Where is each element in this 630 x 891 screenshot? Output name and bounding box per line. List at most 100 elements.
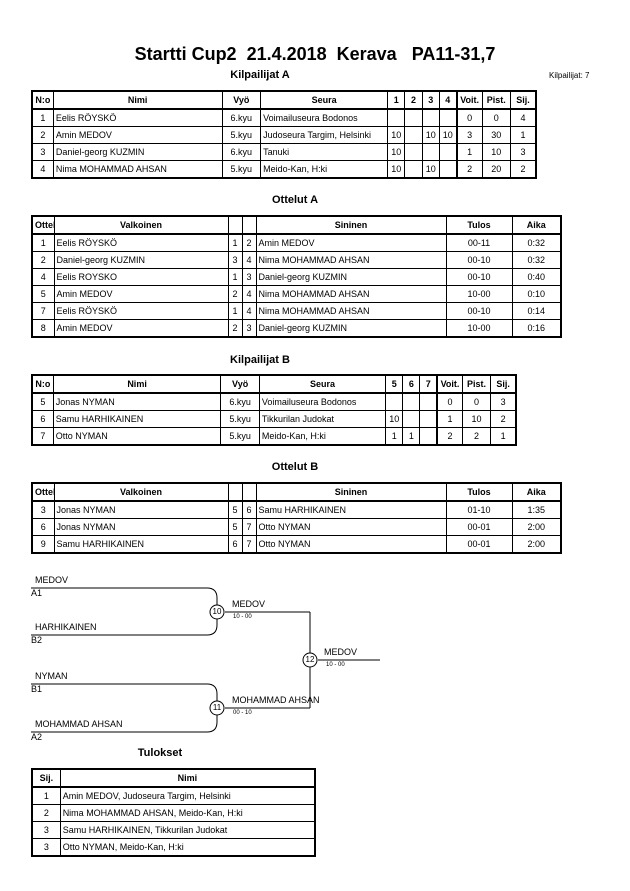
table-header-row: Ottelu Valkoinen Sininen Tulos Aika	[31, 215, 562, 235]
match-12-winner: MEDOV	[324, 647, 358, 657]
table-cell: 6	[31, 518, 55, 536]
table-cell: 10	[385, 410, 404, 428]
table-cell: 3	[510, 143, 537, 161]
match-10-score: 10 - 00	[233, 614, 252, 620]
table-cell: Samu HARHIKAINEN	[52, 410, 222, 428]
table-cell: Otto NYMAN	[255, 518, 447, 536]
table-cell: 4	[31, 160, 54, 179]
table-cell: 3	[31, 143, 54, 161]
table-cell: 4	[241, 302, 257, 320]
table-cell: Nima MOHAMMAD AHSAN	[52, 160, 223, 179]
table-cell: Tikkurilan Judokat	[258, 410, 387, 428]
matches-a-heading: Ottelut A	[271, 194, 319, 206]
col-header: Vyö	[220, 374, 260, 394]
col-header: N:o	[31, 374, 54, 394]
match-12-node	[302, 652, 318, 668]
matches-b-table: Ottelu Valkoinen Sininen Tulos Aika 3Jon…	[31, 482, 562, 554]
table-cell: Meido-Kan, H:ki	[258, 427, 387, 446]
col-header: Nimi	[52, 90, 223, 110]
bracket-a1-name: MEDOV	[35, 575, 69, 585]
bracket-b1-label: B1	[31, 684, 43, 694]
match-11-node	[209, 700, 225, 716]
table-cell: 2	[31, 126, 54, 144]
match-12-score: 10 - 00	[326, 662, 345, 668]
page-title: Startti Cup2 21.4.2018 Kerava PA11-31,7	[134, 44, 496, 64]
table-cell: 2	[436, 427, 463, 446]
table-cell: Samu HARHIKAINEN, Tikkurilan Judokat	[59, 821, 316, 839]
table-header-row: Ottelu Valkoinen Sininen Tulos Aika	[31, 482, 562, 502]
match-10-winner: MEDOV	[232, 599, 266, 609]
table-header-row: Sij. Nimi	[31, 768, 316, 788]
matches-b-heading: Ottelut B	[271, 461, 319, 473]
table-cell: Jonas NYMAN	[53, 518, 229, 536]
col-header: N:o	[31, 90, 54, 110]
table-cell: 7	[31, 427, 54, 446]
table-cell: 2	[490, 410, 517, 428]
table-cell: Eelis RÖYSKÖ	[53, 302, 229, 320]
table-cell: 2:00	[511, 535, 562, 554]
bracket-b2-label: B2	[31, 635, 43, 645]
table-cell: 2	[31, 804, 61, 822]
match-11-number: 11	[212, 703, 222, 712]
table-cell: 0:16	[511, 319, 562, 338]
table-header-row: N:o Nimi Vyö Seura 1 2 3 4 Voit. Pist. S…	[31, 90, 537, 110]
table-cell: 00-10	[445, 302, 513, 320]
pool-b-heading: Kilpailijat B	[230, 354, 290, 366]
table-header-row: N:o Nimi Vyö Seura 5 6 7 Voit. Pist. Sij…	[31, 374, 517, 394]
table-cell: Daniel-georg KUZMIN	[52, 143, 223, 161]
competitor-count: Kilpailijat: 7	[549, 71, 590, 80]
pool-b-table: N:o Nimi Vyö Seura 5 6 7 Voit. Pist. Sij…	[31, 374, 517, 446]
matches-a-table: Ottelu Valkoinen Sininen Tulos Aika 1Eel…	[31, 215, 562, 338]
col-header: 6	[402, 374, 421, 394]
match-10-number: 10	[212, 607, 222, 616]
table-cell: Meido-Kan, H:ki	[260, 160, 389, 179]
table-cell: 6.kyu	[221, 143, 262, 161]
table-cell: 10	[461, 410, 492, 428]
col-header: Valkoinen	[53, 482, 229, 502]
table-cell: 5.kyu	[220, 410, 260, 428]
table-cell: 7	[31, 302, 55, 320]
table-cell: 2:00	[511, 518, 562, 536]
table-cell: 3	[31, 838, 61, 857]
table-cell: 3	[241, 319, 257, 338]
table-cell: 1	[31, 786, 61, 805]
col-header: Sij.	[31, 768, 61, 788]
table-cell: 2	[510, 160, 537, 179]
bracket-a1-label: A1	[31, 588, 43, 598]
col-header: Aika	[511, 482, 562, 502]
bracket-a2-name: MOHAMMAD AHSAN	[35, 719, 123, 729]
match-12-number: 12	[305, 655, 315, 664]
table-cell: Otto NYMAN, Meido-Kan, H:ki	[59, 838, 316, 857]
table-cell: 0:14	[511, 302, 562, 320]
table-cell: Amin MEDOV	[53, 319, 229, 338]
table-cell: 5.kyu	[220, 427, 260, 446]
match-10-node	[209, 604, 225, 620]
table-cell: 10	[421, 160, 440, 179]
results-heading: Tulokset	[137, 747, 183, 759]
table-cell: Nima MOHAMMAD AHSAN, Meido-Kan, H:ki	[59, 804, 316, 822]
bracket-b1-name: NYMAN	[35, 671, 68, 681]
bracket-b2-name: HARHIKAINEN	[35, 622, 97, 632]
table-cell: 3	[31, 821, 61, 839]
table-cell: Amin MEDOV, Judoseura Targim, Helsinki	[59, 786, 316, 805]
col-header: Aika	[511, 215, 562, 235]
table-cell: Otto NYMAN	[255, 535, 447, 554]
col-header: Sij.	[490, 374, 517, 394]
col-header: Nimi	[59, 768, 316, 788]
col-header: Seura	[258, 374, 387, 394]
